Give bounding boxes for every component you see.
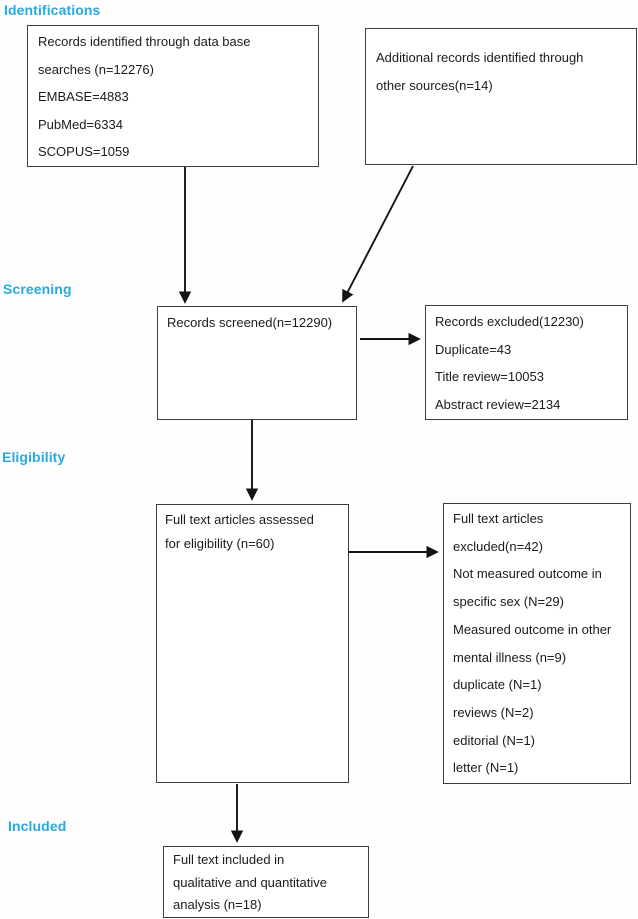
- box-line: Not measured outcome in: [453, 566, 602, 582]
- box-line: Full text included in: [173, 852, 285, 867]
- box-line: excluded(n=42): [453, 538, 543, 554]
- box-fulltext-included: Full text included in qualitative and qu…: [163, 846, 369, 918]
- box-line: Full text articles assessed: [165, 512, 314, 527]
- box-line: for eligibility (n=60): [165, 535, 275, 551]
- box-line: Records excluded(12230): [435, 314, 584, 329]
- phase-label-eligibility: Eligibility: [2, 449, 66, 465]
- box-line: Abstract review=2134: [435, 396, 561, 412]
- box-line: PubMed=6334: [38, 116, 123, 132]
- box-line: EMBASE=4883: [38, 89, 129, 104]
- phase-label-screening: Screening: [3, 281, 72, 297]
- box-line: editorial (N=1): [453, 732, 536, 748]
- box-line: duplicate (N=1): [453, 677, 542, 693]
- box-records-screened: Records screened(n=12290): [157, 306, 357, 420]
- box-line: Duplicate=43: [435, 341, 512, 357]
- box-line: searches (n=12276): [38, 61, 154, 77]
- box-line: Measured outcome in other: [453, 621, 612, 637]
- box-line: Records screened(n=12290): [167, 315, 333, 330]
- box-line: Full text articles: [453, 511, 544, 526]
- box-line: mental illness (n=9): [453, 649, 567, 665]
- box-line: Title review=10053: [435, 369, 544, 384]
- box-line: Records identified through data base: [38, 34, 251, 49]
- box-line: other sources(n=14): [376, 78, 493, 93]
- box-additional-records: Additional records identified through ot…: [365, 28, 637, 165]
- phase-label-included: Included: [8, 818, 67, 834]
- box-records-identified: Records identified through data base sea…: [27, 25, 319, 167]
- box-line: analysis (n=18): [173, 897, 262, 912]
- arrow-additional-to-screened: [342, 165, 414, 303]
- box-line: specific sex (N=29): [453, 594, 564, 610]
- box-line: reviews (N=2): [453, 704, 534, 720]
- box-line: SCOPUS=1059: [38, 144, 130, 159]
- box-line: letter (N=1): [453, 760, 519, 776]
- phase-label-identification: Identifications: [4, 2, 101, 18]
- box-line: qualitative and quantitative: [173, 874, 327, 890]
- box-fulltext-excluded: Full text articles excluded(n=42) Not me…: [443, 503, 631, 784]
- box-line: Additional records identified through: [376, 50, 584, 65]
- box-fulltext-assessed: Full text articles assessed for eligibil…: [156, 504, 349, 783]
- box-records-excluded: Records excluded(12230) Duplicate=43 Tit…: [425, 305, 628, 420]
